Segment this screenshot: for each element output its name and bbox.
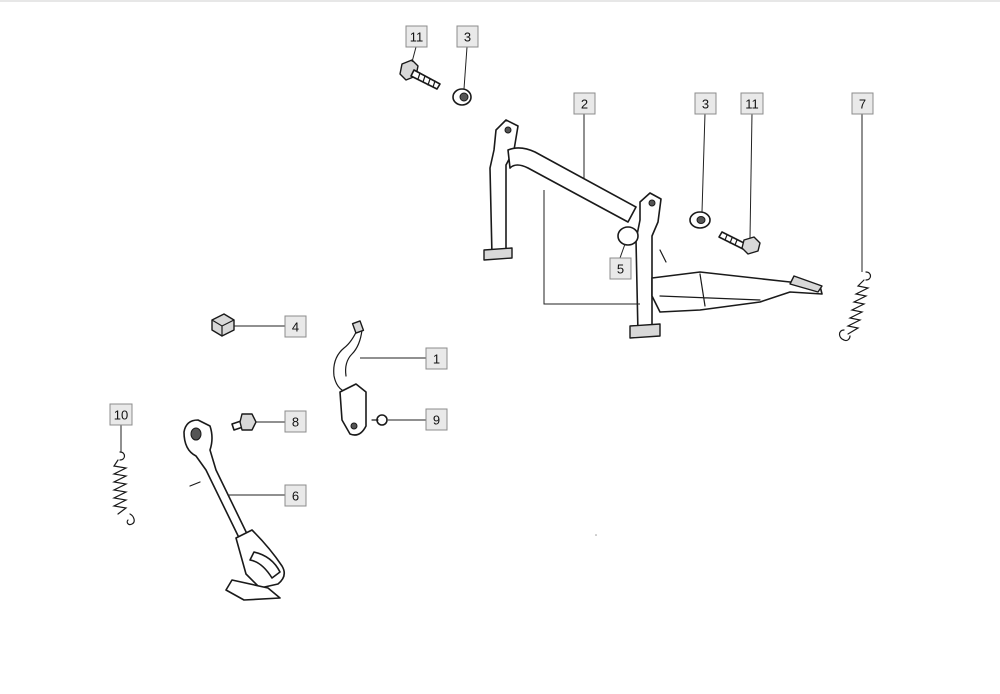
callout-7: 7 [851,92,874,115]
bolt-part-8 [231,413,257,431]
scan-speck [595,534,597,536]
callout-1: 1 [425,347,448,370]
side-stand-part-6 [183,419,286,601]
leader-2-bracket [543,190,640,305]
switch-part-1 [333,320,367,436]
bolt-part-11-right [718,231,761,255]
callout-5: 5 [609,257,632,280]
center-stand-part-2 [483,119,823,339]
callout-label: 4 [292,320,299,335]
callout-label: 5 [617,262,624,277]
callout-label: 9 [433,413,440,428]
spring-part-10 [112,451,135,526]
callout-label: 1 [433,352,440,367]
callout-3-right: 3 [694,92,717,115]
callout-label: 10 [114,408,128,423]
callout-label: 6 [292,489,299,504]
leader-5 [619,243,626,259]
callout-6: 6 [284,484,307,507]
leader-3-right [701,112,706,213]
spring-part-7 [838,271,872,342]
leader-11-top [411,46,417,63]
callout-2: 2 [573,92,596,115]
washer-part-3-right [689,211,711,229]
callout-label: 3 [702,97,709,112]
callout-3-top: 3 [456,25,479,48]
callout-label: 11 [410,30,424,45]
callout-4: 4 [284,315,307,338]
bolt-part-11-top [399,59,441,90]
screw-part-9 [371,414,388,426]
washer-part-3-top [452,88,472,106]
callout-11-right: 11 [740,92,764,115]
callout-10: 10 [109,403,133,426]
callout-label: 8 [292,415,299,430]
callout-8: 8 [284,410,307,433]
nut-part-4 [211,313,235,337]
callout-label: 11 [745,97,759,112]
callout-label: 2 [581,97,588,112]
callout-label: 7 [859,97,866,112]
callout-label: 3 [464,30,471,45]
leader-11-right [749,112,753,239]
leader-3-top [463,46,468,90]
callout-11-top: 11 [405,25,428,48]
callout-9: 9 [425,408,448,431]
